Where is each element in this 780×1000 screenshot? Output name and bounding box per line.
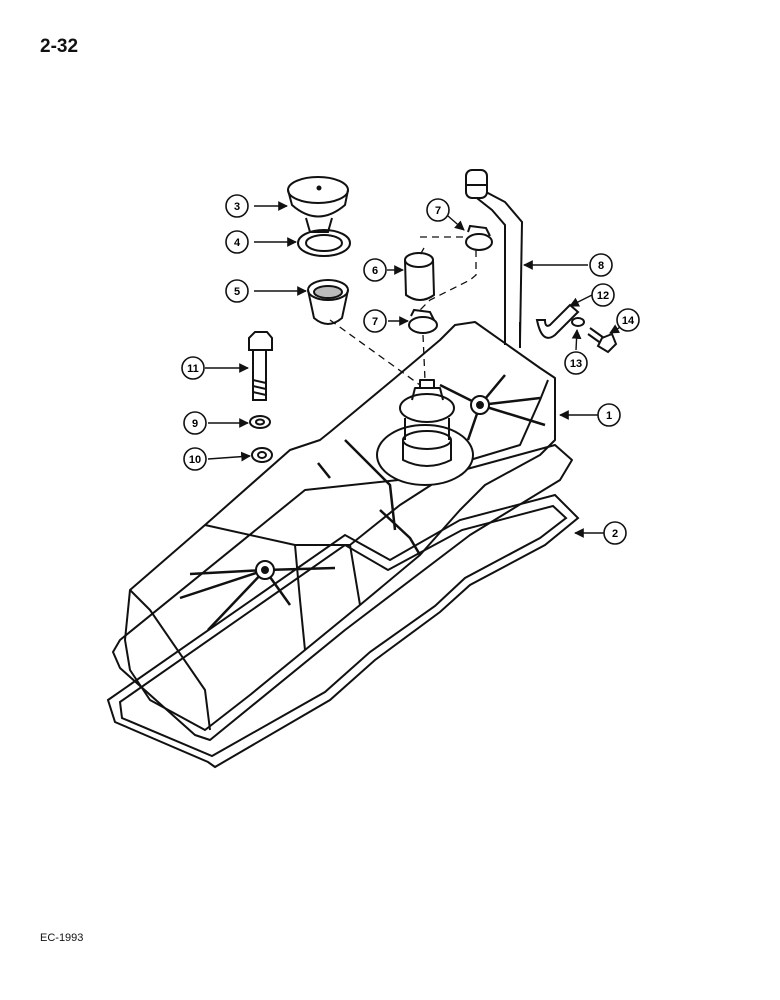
callout-label: 11 [187,363,199,375]
hose-clamp-upper [465,224,493,251]
callout-c12: 12 [591,283,615,307]
callout-label: 1 [606,410,612,422]
callout-label: 9 [192,418,198,430]
cover-bolt [248,331,273,401]
callout-label: 8 [598,260,604,272]
callout-circle [603,521,627,545]
callout-circle [597,403,621,427]
footer-code: EC-1993 [40,932,84,944]
callout-c4: 4 [225,230,249,254]
callout-circle [363,258,387,282]
valve-cover [112,320,573,741]
callout-c7a: 7 [426,198,450,222]
callout-circle [591,283,615,307]
filler-cap [287,176,349,233]
callout-c14: 14 [616,308,640,332]
callout-c2: 2 [603,521,627,545]
washer-10 [251,447,273,463]
washer-13 [571,317,585,327]
washer-9 [249,415,271,429]
callout-c3: 3 [225,194,249,218]
callout-circle [426,198,450,222]
callout-c9: 9 [183,411,207,435]
callout-label: 10 [189,454,201,466]
page-number: 2-32 [40,36,79,57]
callout-label: 14 [622,315,635,327]
callout-circle [225,194,249,218]
callout-c6: 6 [363,258,387,282]
cap-seal [297,229,351,257]
callout-c11: 11 [181,356,205,380]
hose-clamp-lower [408,308,438,334]
callout-label: 12 [597,290,609,302]
callout-circle [225,279,249,303]
callout-c1: 1 [597,403,621,427]
callout-c13: 13 [564,351,588,375]
callout-circle [225,230,249,254]
breather-pipe [465,169,524,343]
callout-c5: 5 [225,279,249,303]
callout-c8: 8 [589,253,613,277]
callout-circle [564,351,588,375]
callout-circle [181,356,205,380]
bolt-14 [587,327,618,354]
assembly-lines [329,236,477,386]
callout-circle [183,411,207,435]
callout-label: 4 [234,237,241,249]
gasket [106,493,580,769]
callout-label: 6 [372,265,378,277]
breather-hose [404,252,436,301]
callout-label: 7 [435,205,441,217]
callout-label: 5 [234,286,240,298]
callout-label: 13 [570,358,582,370]
callout-circle [589,253,613,277]
callout-label: 7 [372,316,378,328]
callout-c7b: 7 [363,309,387,333]
callout-circle [616,308,640,332]
callout-circle [363,309,387,333]
callout-label: 3 [234,201,240,213]
callout-label: 2 [612,528,618,540]
callout-circle [183,447,207,471]
callout-c10: 10 [183,447,207,471]
filler-strainer [307,279,349,325]
